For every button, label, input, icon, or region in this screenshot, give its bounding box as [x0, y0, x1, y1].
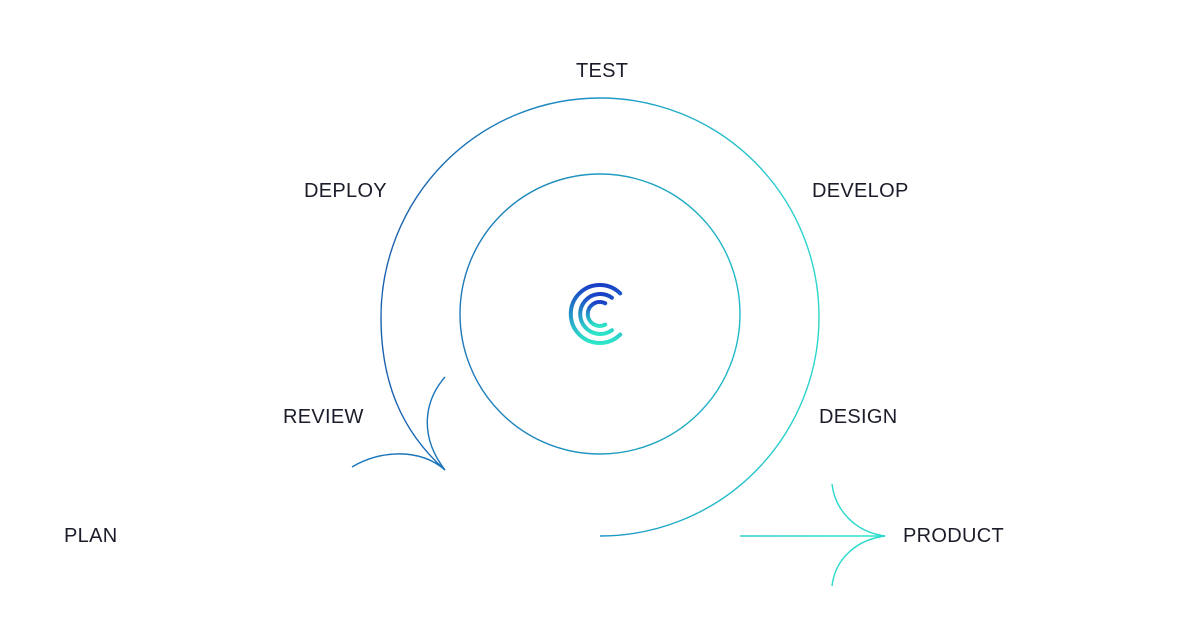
- stage-label-develop: DEVELOP: [812, 180, 909, 202]
- stage-label-test: TEST: [576, 60, 629, 82]
- stage-label-plan: PLAN: [64, 525, 118, 547]
- stage-label-deploy: DEPLOY: [304, 180, 387, 202]
- concentric-c-logo-icon: [568, 283, 623, 345]
- stage-label-review: REVIEW: [283, 406, 364, 428]
- arrow-right-icon: [740, 483, 886, 587]
- arrowhead-icon: [351, 376, 446, 471]
- inner-cycle-circle: [459, 173, 741, 455]
- outer-cycle-path: [380, 97, 820, 537]
- stage-label-product: PRODUCT: [903, 525, 1004, 547]
- stage-label-design: DESIGN: [819, 406, 898, 428]
